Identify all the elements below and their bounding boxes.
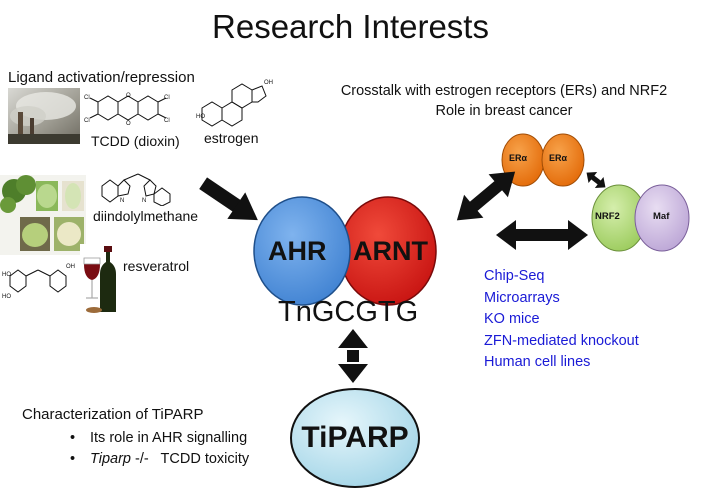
svg-text:Cl: Cl: [164, 118, 170, 124]
tiparp-arrow: [338, 329, 368, 383]
svg-text:HO: HO: [196, 114, 205, 120]
dna-motif: TnGCGTG: [278, 296, 419, 328]
tcdd-label: TCDD (dioxin): [91, 133, 180, 149]
svg-text:OH: OH: [66, 264, 75, 270]
diindolylmethane-label: diindolylmethane: [93, 208, 199, 224]
estrogen-label: estrogen: [204, 130, 259, 146]
smokestack-photo: [8, 88, 80, 144]
er-alpha-label-1: ERα: [509, 153, 528, 163]
tiparp-label: TiPARP: [301, 421, 409, 454]
svg-text:O: O: [126, 121, 131, 127]
svg-text:N: N: [120, 198, 124, 204]
crosstalk-line2: Role in breast cancer: [435, 103, 573, 119]
ligand-heading: Ligand activation/repression: [8, 69, 195, 86]
tiparp-heading: Characterization of TiPARP: [22, 406, 204, 423]
resveratrol-structure: HO HO OH: [2, 264, 75, 300]
nrf2-label: NRF2: [595, 211, 620, 222]
resveratrol-label: resveratrol: [123, 258, 190, 274]
maf-label: Maf: [653, 211, 670, 222]
vegetables-photo: [0, 175, 86, 255]
tiparp-bullet-toxicity: Tiparp -/- TCDD toxicity: [60, 449, 249, 470]
method-item: ZFN-mediated knockout: [484, 332, 639, 349]
wine-photo: [80, 244, 120, 318]
svg-text:Cl: Cl: [164, 95, 170, 101]
svg-text:N: N: [142, 198, 146, 204]
svg-text:O: O: [126, 93, 131, 99]
method-item: KO mice: [484, 311, 540, 327]
svg-text:HO: HO: [2, 272, 11, 278]
estrogen-structure: HO OH: [196, 80, 273, 127]
page-title: Research Interests: [212, 8, 489, 45]
method-item: Microarrays: [484, 289, 560, 306]
svg-text:OH: OH: [264, 80, 273, 86]
nrf2-maf-dimer: [591, 184, 690, 252]
tiparp-bullets: Its role in AHR signalling Tiparp -/- TC…: [60, 428, 249, 470]
method-item: Chip-Seq: [484, 268, 545, 284]
arnt-label: ARNT: [353, 236, 428, 266]
ahr-arnt-complex: [253, 196, 437, 306]
nrf2-crosstalk-arrow: [496, 220, 588, 250]
er-alpha-label-2: ERα: [549, 153, 568, 163]
method-item: Human cell lines: [484, 354, 591, 370]
svg-text:HO: HO: [2, 294, 11, 300]
svg-text:Cl: Cl: [84, 95, 90, 101]
tiparp-ball: [290, 388, 420, 488]
ahr-label: AHR: [268, 236, 327, 266]
methods-list: Chip-Seq Microarrays KO mice ZFN-mediate…: [484, 266, 639, 374]
crosstalk-line1: Crosstalk with estrogen receptors (ERs) …: [340, 83, 668, 99]
svg-text:Cl: Cl: [84, 118, 90, 124]
tiparp-bullet-role: Its role in AHR signalling: [60, 428, 249, 449]
